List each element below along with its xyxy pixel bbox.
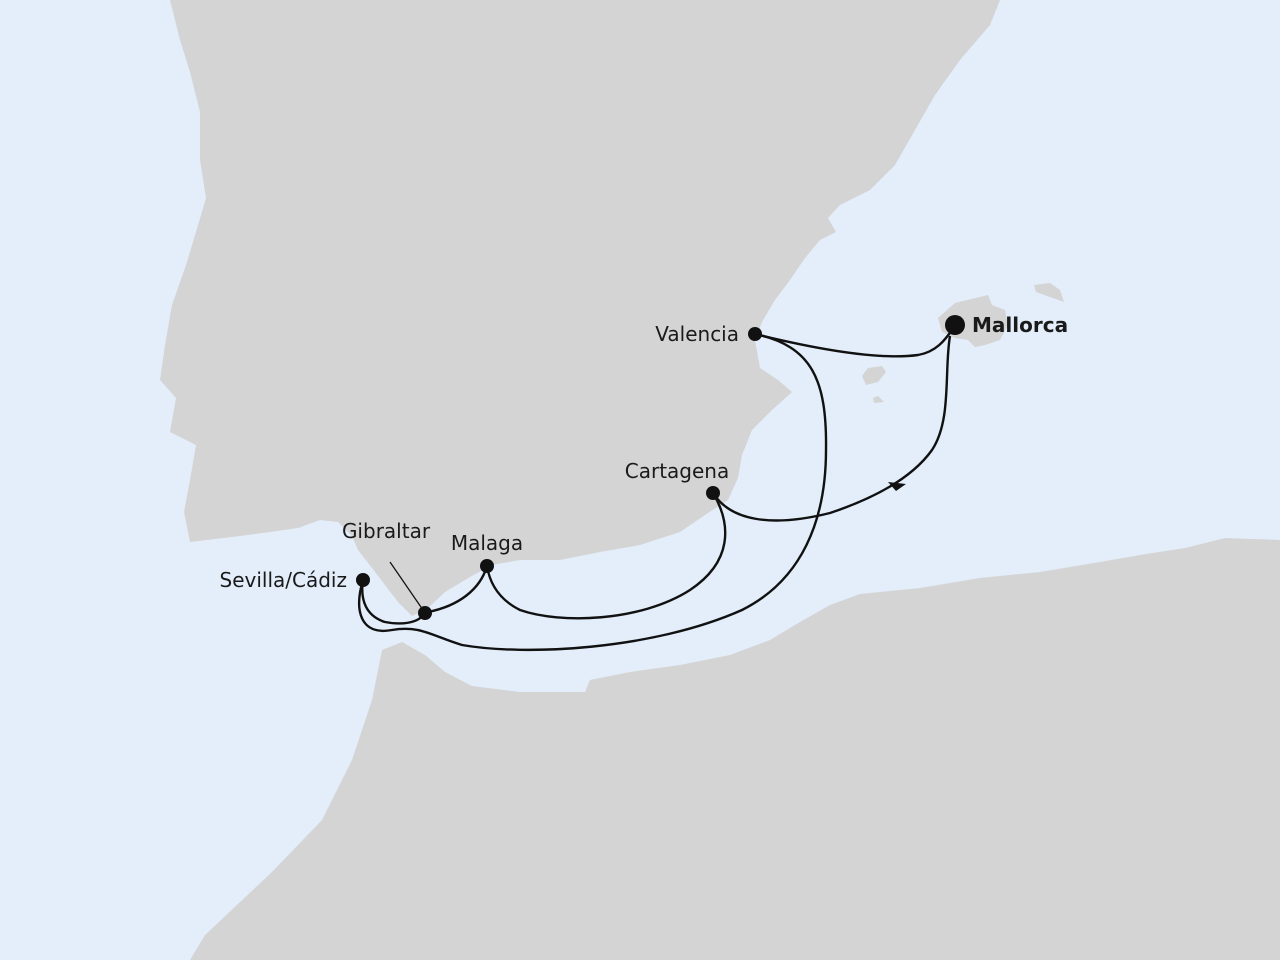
port-label-cartagena: Cartagena: [625, 459, 729, 483]
port-markers: [356, 315, 965, 620]
port-label-mallorca: Mallorca: [972, 313, 1068, 337]
port-marker-mallorca[interactable]: [945, 315, 965, 335]
routes: [358, 329, 953, 652]
port-marker-valencia[interactable]: [748, 327, 762, 341]
ibiza-island: [862, 366, 886, 385]
route-malaga-gibraltar: [427, 565, 489, 614]
route-gibraltar-sevilla: [361, 579, 427, 625]
iberia-landmass: [160, 0, 1000, 616]
port-marker-sevilla-cadiz[interactable]: [356, 573, 370, 587]
port-marker-gibraltar[interactable]: [418, 606, 432, 620]
port-label-sevilla-cadiz: Sevilla/Cádiz: [220, 568, 347, 592]
menorca-island: [1034, 283, 1064, 302]
formentera-island: [873, 396, 884, 403]
direction-arrow-icon: [888, 482, 906, 491]
route-cartagena-malaga: [485, 492, 727, 620]
port-label-malaga: Malaga: [451, 531, 523, 555]
port-label-valencia: Valencia: [655, 322, 739, 346]
port-marker-malaga[interactable]: [480, 559, 494, 573]
africa-landmass: [190, 538, 1280, 960]
route-valencia-mallorca: [754, 329, 953, 358]
route-sevilla-valencia: [358, 332, 828, 652]
gibraltar-leader-line: [389, 561, 424, 611]
route-mallorca-cartagena: [711, 335, 952, 522]
port-marker-cartagena[interactable]: [706, 486, 720, 500]
port-label-gibraltar: Gibraltar: [342, 519, 431, 543]
